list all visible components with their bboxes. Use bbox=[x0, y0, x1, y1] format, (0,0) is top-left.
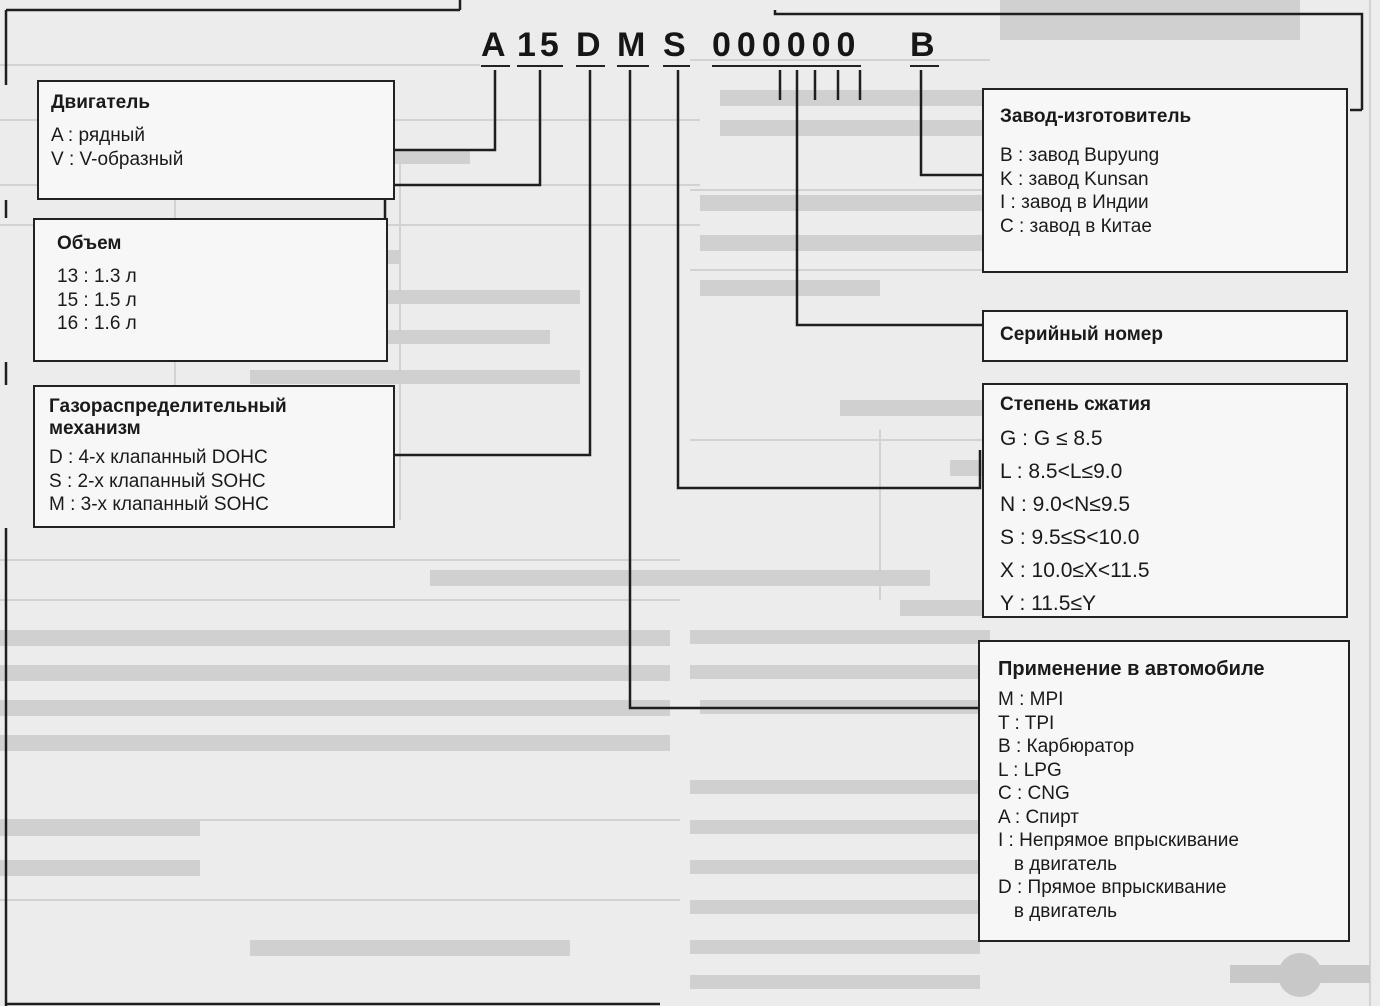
timing-option: S : 2-х клапанный SOHC bbox=[49, 470, 266, 492]
timing-option: M : 3-х клапанный SOHC bbox=[49, 494, 269, 515]
timing-box: Газораспределительный механизм D : 4-х к… bbox=[33, 385, 395, 528]
code-serial: 000000 bbox=[712, 26, 862, 67]
vin-code-compression: S bbox=[663, 26, 690, 67]
compression-option: G : G ≤ 8.5 bbox=[1000, 427, 1103, 450]
application-option: C : CNG bbox=[998, 783, 1070, 804]
manufacturer-box-title: Завод-изготовитель bbox=[1000, 106, 1192, 127]
code-engine: A bbox=[481, 26, 510, 67]
application-option: D : Прямое впрыскивание bbox=[998, 877, 1227, 898]
vin-code-valvetrain: D bbox=[576, 26, 605, 67]
compression-box: Степень сжатия G : G ≤ 8.5 L : 8.5<L≤9.0… bbox=[982, 383, 1348, 618]
application-option: B : Карбюратор bbox=[998, 736, 1135, 757]
code-plant: B bbox=[910, 26, 939, 67]
application-box: Применение в автомобиле M : MPI T : TPI … bbox=[978, 640, 1350, 942]
manufacturer-option: B : завод Bupyung bbox=[1000, 145, 1160, 166]
application-option: A : Спирт bbox=[998, 806, 1079, 828]
vin-code-plant: B bbox=[910, 26, 939, 67]
volume-box: Объем 13 : 1.3 л 15 : 1.5 л 16 : 1.6 л bbox=[33, 218, 388, 362]
manufacturer-box: Завод-изготовитель B : завод Bupyung K :… bbox=[982, 88, 1348, 273]
application-option: M : MPI bbox=[998, 689, 1064, 710]
timing-option: D : 4-х клапанный DOHC bbox=[49, 447, 268, 468]
vin-code-application: M bbox=[617, 26, 650, 67]
engine-option: V : V-образный bbox=[51, 148, 184, 170]
code-displacement: 15 bbox=[517, 26, 563, 67]
timing-box-title-line2: механизм bbox=[49, 418, 141, 439]
application-box-title: Применение в автомобиле bbox=[998, 658, 1265, 680]
compression-box-title: Степень сжатия bbox=[1000, 394, 1151, 415]
manufacturer-option: K : завод Kunsan bbox=[1000, 168, 1149, 190]
compression-option: N : 9.0<N≤9.5 bbox=[1000, 493, 1131, 516]
compression-option: S : 9.5≤S<10.0 bbox=[1000, 526, 1140, 549]
serial-box: Серийный номер bbox=[982, 310, 1348, 362]
vin-code-engine-letter: A bbox=[481, 26, 510, 67]
application-option-continuation: в двигатель bbox=[998, 900, 1118, 922]
code-application: M bbox=[617, 26, 650, 67]
application-option-continuation: в двигатель bbox=[998, 853, 1118, 875]
application-option: L : LPG bbox=[998, 759, 1062, 781]
serial-box-title: Серийный номер bbox=[1000, 324, 1163, 345]
vin-code-serial: 000000 bbox=[712, 26, 862, 67]
volume-option: 16 : 1.6 л bbox=[57, 313, 137, 334]
application-option: T : TPI bbox=[998, 712, 1055, 734]
code-valvetrain: D bbox=[576, 26, 605, 67]
engine-box-title: Двигатель bbox=[51, 92, 150, 113]
compression-option: L : 8.5<L≤9.0 bbox=[1000, 460, 1123, 483]
compression-option: X : 10.0≤X<11.5 bbox=[1000, 559, 1150, 582]
manufacturer-option: C : завод в Китае bbox=[1000, 215, 1152, 237]
code-compression: S bbox=[663, 26, 690, 67]
timing-box-title-line1: Газораспределительный bbox=[49, 396, 287, 417]
volume-option: 15 : 1.5 л bbox=[57, 289, 137, 311]
application-option: I : Непрямое впрыскивание bbox=[998, 830, 1239, 851]
volume-option: 13 : 1.3 л bbox=[57, 266, 137, 287]
engine-option: A : рядный bbox=[51, 125, 145, 146]
compression-option: Y : 11.5≤Y bbox=[1000, 592, 1096, 615]
volume-box-title: Объем bbox=[57, 233, 122, 254]
vin-code-displacement: 15 bbox=[517, 26, 563, 67]
manufacturer-option: I : завод в Индии bbox=[1000, 192, 1149, 213]
engine-box: Двигатель A : рядный V : V-образный bbox=[37, 80, 395, 200]
